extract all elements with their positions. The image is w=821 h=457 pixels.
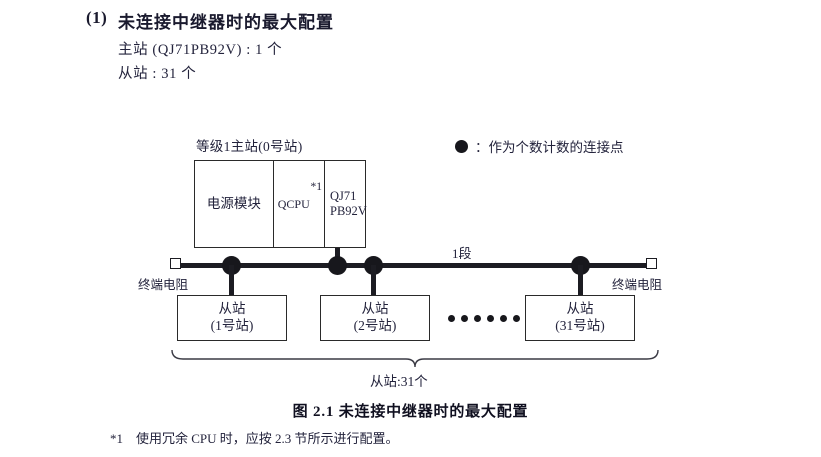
figure-caption: 图 2.1 未连接中继器时的最大配置 xyxy=(292,404,529,420)
slave-count-brace xyxy=(171,349,659,368)
legend-label: ：作为个数计数的连接点 xyxy=(475,140,624,155)
drop-line-slave-31 xyxy=(578,265,583,297)
legend: ：作为个数计数的连接点 xyxy=(455,136,624,156)
slave-station-box-1: 从站 (1号站) xyxy=(177,295,287,341)
terminating-resistor-left-icon xyxy=(170,258,181,269)
rack-cell-master-module: QJ71 PB92V xyxy=(325,161,367,247)
connection-point-master xyxy=(328,256,347,275)
footnote-label: *1 xyxy=(110,431,123,446)
terminating-resistor-right-icon xyxy=(646,258,657,269)
slave-station-number-2: (2号站) xyxy=(353,318,397,333)
drop-line-slave-2 xyxy=(371,265,376,297)
terminating-resistor-left-label: 终端电阻 xyxy=(138,278,189,292)
power-module-label: 电源模块 xyxy=(206,196,261,212)
drop-line-slave-1 xyxy=(229,265,234,297)
terminating-resistor-right-label: 终端电阻 xyxy=(612,278,663,292)
segment-label: 1段 xyxy=(452,246,472,261)
footnote: *1 使用冗余 CPU 时，应按 2.3 节所示进行配置。 xyxy=(110,428,399,447)
footnote-text: 使用冗余 CPU 时，应按 2.3 节所示进行配置。 xyxy=(136,431,399,446)
qcpu-label: QCPU xyxy=(277,196,310,211)
master-module-label-line1: QJ71 xyxy=(330,188,357,203)
slave-station-number-31: (31号站) xyxy=(555,318,605,333)
connection-point-dot-icon xyxy=(455,139,468,153)
slave-station-number-1: (1号站) xyxy=(210,318,254,333)
spec-master-count: 主站 (QJ71PB92V) : 1 个 xyxy=(118,42,283,58)
slave-count-label: 从站:31个 xyxy=(370,374,428,389)
rack-cell-qcpu: QCPU *1 xyxy=(274,161,325,247)
master-rack-label: 等级1主站(0号站) xyxy=(196,139,303,154)
page-title: 未连接中继器时的最大配置 xyxy=(118,13,334,32)
master-module-label-line2: PB92V xyxy=(330,204,367,218)
bus-trunk-line xyxy=(180,263,647,268)
spec-slave-count: 从站 : 31 个 xyxy=(118,66,197,82)
heading-number: (1) xyxy=(86,8,108,27)
rack-cell-power-module: 电源模块 xyxy=(195,161,274,247)
slave-station-name-2: 从站 xyxy=(361,301,389,317)
master-rack: 电源模块 QCPU *1 QJ71 PB92V xyxy=(194,160,367,248)
qcpu-footnote-marker: *1 xyxy=(310,181,323,193)
slave-station-name-1: 从站 xyxy=(218,301,246,317)
slave-station-name-31: 从站 xyxy=(566,301,594,317)
slave-station-box-2: 从站 (2号站) xyxy=(320,295,430,341)
slave-station-box-31: 从站 (31号站) xyxy=(525,295,635,341)
ellipsis-dots-icon xyxy=(448,315,520,322)
